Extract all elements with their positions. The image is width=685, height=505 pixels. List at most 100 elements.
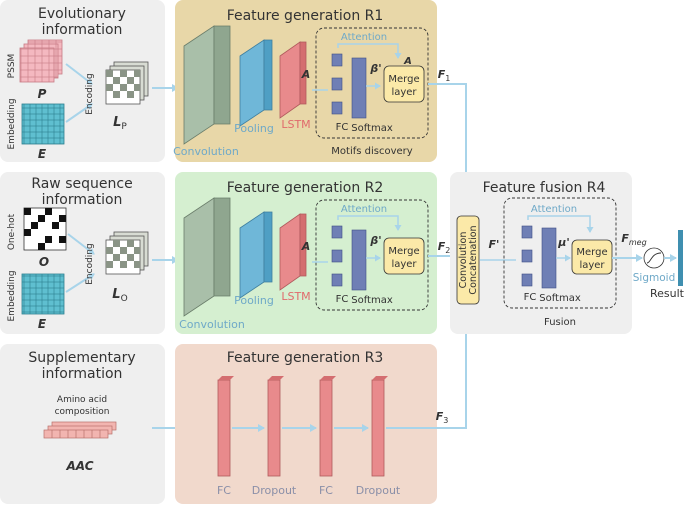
- r2-fc-label: FC: [336, 294, 349, 305]
- r2-block: Feature generation R2 Convolution Poolin…: [175, 172, 437, 334]
- r1-fc-node-2: [331, 77, 343, 91]
- e-symbol-1: E: [38, 147, 47, 161]
- lo-subscript: O: [121, 294, 128, 304]
- r4-fusion-label: Fusion: [544, 317, 576, 328]
- r3-dropout2-label: Dropout: [356, 484, 401, 497]
- svg-text:F2: F2: [438, 240, 451, 255]
- raw-title-1: Raw sequence: [31, 176, 132, 192]
- evolutionary-title-2: information: [42, 22, 123, 38]
- p-symbol: P: [38, 87, 47, 101]
- r3-dropout1-label: Dropout: [252, 484, 297, 497]
- sigmoid-curve: [646, 252, 662, 264]
- r3-fc1: [217, 379, 231, 477]
- pssm-matrix: [19, 39, 63, 83]
- r2-softmax-label: Softmax: [351, 295, 393, 306]
- r1-block: Feature generation R1 Convolution Poolin…: [173, 0, 437, 162]
- r3-fc2: [319, 379, 333, 477]
- embedding-label-2: Embedding: [7, 270, 17, 321]
- r1-a-out: A: [403, 56, 412, 67]
- r1-merge-1: Merge: [388, 74, 419, 85]
- r3-dropout2: [371, 379, 385, 477]
- sigmoid-icon: [643, 247, 665, 269]
- r1-fc-node-3: [331, 101, 343, 115]
- r4-softmax-label: Softmax: [539, 293, 581, 304]
- r1-title: Feature generation R1: [227, 8, 384, 24]
- lo-symbol: L: [112, 287, 120, 302]
- r3-title: Feature generation R3: [227, 350, 384, 366]
- r4-attention-arrow: [527, 215, 594, 233]
- r1-merge-layer: [383, 65, 425, 103]
- evolutionary-panel: Evolutionary information PSSM P Embeddin…: [0, 0, 165, 162]
- f1-sub: 1: [445, 74, 450, 83]
- f2-symbol: F: [438, 240, 446, 253]
- r2-title: Feature generation R2: [227, 180, 384, 196]
- lo-cube: [105, 231, 149, 275]
- result-label: Result: [650, 287, 685, 300]
- r1-motifs-label: Motifs discovery: [331, 146, 412, 157]
- r1-softmax-bar: [351, 57, 367, 119]
- lp-subscript: P: [121, 122, 127, 132]
- f-prime: F': [489, 238, 500, 251]
- sigmoid-label: Sigmoid: [633, 272, 675, 284]
- r1-attention-label: Attention: [341, 32, 387, 43]
- svg-text:F1: F1: [438, 68, 451, 83]
- concat-label-2: Concatenation: [468, 225, 479, 294]
- o-symbol: O: [39, 255, 49, 269]
- supplementary-panel: Supplementary information Amino acid com…: [0, 344, 165, 504]
- f3-sub: 3: [443, 416, 448, 425]
- r1-beta: β': [369, 62, 381, 75]
- svg-text:F3: F3: [436, 410, 449, 425]
- evolutionary-title-1: Evolutionary: [38, 6, 126, 22]
- r4-attention-label: Attention: [531, 204, 577, 215]
- r3-block: Feature generation R3 FC Dropout FC Drop…: [175, 344, 437, 504]
- r4-merge-2: layer: [579, 260, 605, 271]
- arrow-pssm-encoding: [65, 63, 93, 85]
- r2-merge-layer: [383, 237, 425, 275]
- r3-fc2-label: FC: [319, 484, 333, 497]
- concat-block: [456, 215, 480, 305]
- aac-label-1: Amino acid: [57, 395, 107, 405]
- f3-symbol: F: [436, 410, 444, 423]
- f-meg-sub: meg: [629, 238, 647, 247]
- r2-beta: β': [369, 234, 381, 247]
- embedding-label-1: Embedding: [7, 98, 17, 149]
- r4-fc-label: FC: [524, 292, 537, 303]
- r2-merge-1: Merge: [388, 246, 419, 257]
- svg-text:LO: LO: [112, 287, 127, 304]
- r2-attention-label: Attention: [341, 204, 387, 215]
- aac-symbol: AAC: [65, 459, 93, 473]
- r1-pooling-label: Pooling: [234, 122, 274, 135]
- arrow-embed2-encoding: [65, 273, 95, 293]
- encoding-label-1: Encoding: [85, 73, 95, 114]
- lp-symbol: L: [113, 115, 121, 130]
- r2-attention-arrow: [337, 215, 402, 231]
- svg-text:LP: LP: [113, 115, 127, 132]
- arrow-embed-encoding: [65, 103, 93, 123]
- r2-pooling-label: Pooling: [234, 294, 274, 307]
- pssm-label: PSSM: [7, 54, 17, 79]
- r3-fc1-label: FC: [217, 484, 231, 497]
- raw-title-2: information: [42, 192, 123, 208]
- mu-symbol: μ': [557, 236, 569, 249]
- r1-lstm-label: LSTM: [281, 118, 310, 131]
- r4-fc-node-3: [521, 273, 533, 287]
- r1-convolution-label: Convolution: [173, 145, 239, 158]
- supp-title-1: Supplementary: [28, 350, 135, 366]
- r1-merge-2: layer: [391, 87, 417, 98]
- r4-merge-1: Merge: [576, 247, 607, 258]
- r4-attention-box: [503, 197, 617, 309]
- r4-softmax-bar: [541, 227, 557, 289]
- result-bar: [678, 230, 683, 286]
- aac-label-2: composition: [55, 407, 110, 417]
- r2-convolution-label: Convolution: [179, 318, 245, 331]
- r3-dropout1: [267, 379, 281, 477]
- raw-panel: Raw sequence information One-hot O Embed…: [0, 172, 165, 334]
- arrow-onehot-encoding: [67, 233, 95, 255]
- aac-vector: [43, 421, 117, 439]
- lp-cube: [105, 61, 149, 105]
- f-meg-symbol: F: [621, 232, 629, 245]
- embedding-matrix-1: [21, 103, 65, 145]
- r4-title: Feature fusion R4: [483, 180, 606, 196]
- f2-sub: 2: [445, 246, 450, 255]
